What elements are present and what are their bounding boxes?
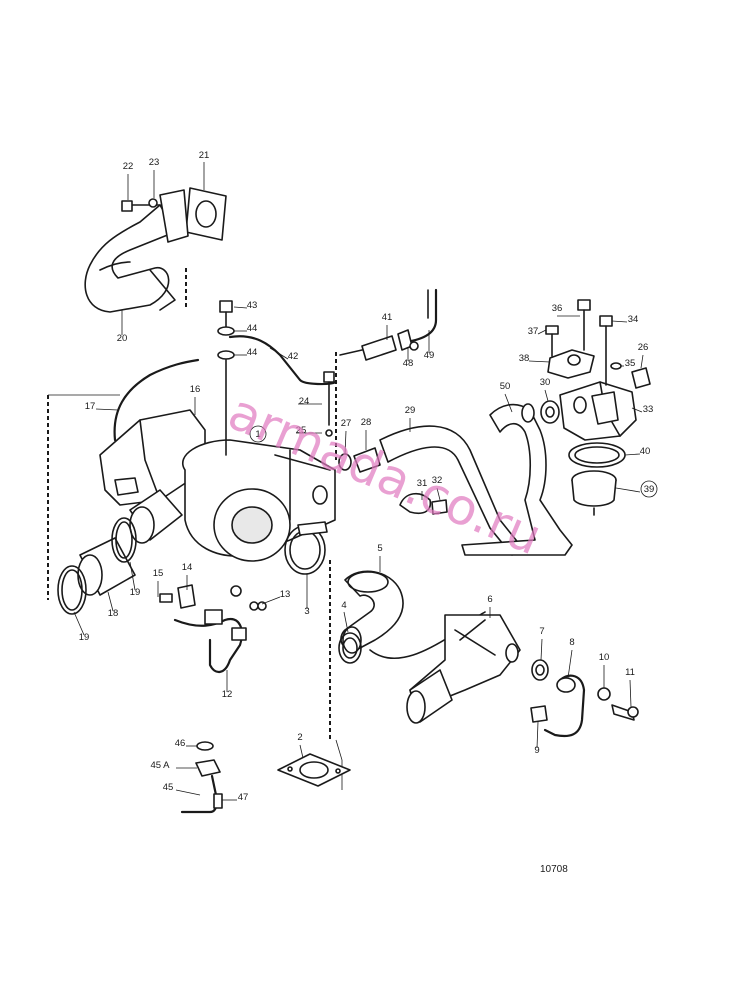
pipe-8 <box>543 674 586 738</box>
callout-c8: 8 <box>569 637 574 648</box>
hose-17 <box>113 358 200 442</box>
thermostat-39 <box>571 470 617 516</box>
callout-c13: 13 <box>280 589 291 600</box>
callout-c36: 36 <box>552 303 563 314</box>
callout-c23: 23 <box>149 157 160 168</box>
callout-c19a: 19 <box>130 587 141 598</box>
gasket-40 <box>568 442 626 468</box>
callout-c2: 2 <box>297 732 302 743</box>
callout-c50: 50 <box>500 381 511 392</box>
clip-31 <box>399 492 448 515</box>
callout-c44b: 44 <box>247 347 258 358</box>
washer-10 <box>597 687 611 701</box>
callout-circle-c39 <box>640 480 658 498</box>
v-clamp-3 <box>284 521 328 575</box>
callout-c22: 22 <box>123 161 134 172</box>
washer-35 <box>610 362 622 370</box>
leader-lines <box>73 162 644 801</box>
callout-c15: 15 <box>153 568 164 579</box>
turbocharger-1 <box>99 409 336 562</box>
callout-c25: 25 <box>296 425 307 436</box>
callout-c29: 29 <box>405 405 416 416</box>
callout-c28: 28 <box>361 417 372 428</box>
gasket-2 <box>277 753 351 787</box>
callout-c9: 9 <box>534 745 539 756</box>
callout-c41: 41 <box>382 312 393 323</box>
callout-c17: 17 <box>85 401 96 412</box>
callout-c43: 43 <box>247 300 258 311</box>
screw-11 <box>611 704 639 721</box>
intake-hose-18 <box>77 537 136 596</box>
callout-c34: 34 <box>628 314 639 325</box>
callout-c5: 5 <box>377 543 382 554</box>
callout-c45: 45 <box>163 782 174 793</box>
oil-pipe-42 <box>217 300 338 456</box>
callout-c3: 3 <box>304 606 309 617</box>
callout-c12: 12 <box>222 689 233 700</box>
callout-c35: 35 <box>625 358 636 369</box>
callout-c21: 21 <box>199 150 210 161</box>
bolt-24 <box>323 371 335 437</box>
bolt-36 <box>577 299 591 351</box>
nipple-9 <box>530 705 548 723</box>
oil-pipe-45 <box>180 741 223 814</box>
callout-c44a: 44 <box>247 323 258 334</box>
callout-c45a: 45 A <box>150 760 170 771</box>
exhaust-elbow-6 <box>406 614 521 724</box>
washer-7 <box>531 659 549 681</box>
bolt-34 <box>599 315 613 386</box>
washer-30 <box>540 400 560 424</box>
callout-c26: 26 <box>638 342 649 353</box>
callout-c18: 18 <box>108 608 119 619</box>
callout-c42: 42 <box>288 351 299 362</box>
exhaust-flange-21 <box>121 187 227 243</box>
clamp-19-lower <box>57 565 87 615</box>
exhaust-elbow-20 <box>84 204 176 313</box>
callout-c20: 20 <box>117 333 128 344</box>
oil-pipe-12 <box>159 584 267 673</box>
bracket-38 <box>547 349 595 379</box>
callout-c47: 47 <box>238 792 249 803</box>
clamp-19-upper <box>111 517 137 563</box>
callout-c37: 37 <box>528 326 539 337</box>
callout-c7: 7 <box>539 626 544 637</box>
callout-c1: 1 <box>255 429 260 440</box>
callout-c49: 49 <box>424 350 435 361</box>
bolt-37 <box>545 325 559 357</box>
elbow-5 <box>340 570 404 654</box>
callout-c38: 38 <box>519 353 530 364</box>
callout-circle-c1 <box>249 425 267 443</box>
plug-26 <box>631 367 651 389</box>
callout-c30: 30 <box>540 377 551 388</box>
callout-c27: 27 <box>341 418 352 429</box>
callout-c32: 32 <box>432 475 443 486</box>
callout-c33: 33 <box>643 404 654 415</box>
nipple-28 <box>353 447 381 473</box>
callout-c4: 4 <box>341 600 346 611</box>
callout-c19b: 19 <box>79 632 90 643</box>
drawing-number: 10708 <box>540 864 568 875</box>
callout-c31: 31 <box>417 478 428 489</box>
gasket-4 <box>338 632 362 664</box>
callout-c40: 40 <box>640 446 651 457</box>
callout-c10: 10 <box>599 652 610 663</box>
callout-c14: 14 <box>182 562 193 573</box>
callout-c24: 24 <box>299 396 310 407</box>
thermostat-housing-33 <box>559 381 637 441</box>
callout-c11: 11 <box>625 667 635 678</box>
nipple-41 <box>339 335 397 361</box>
hose-50 <box>461 403 573 556</box>
pipe-49 <box>397 288 438 351</box>
assembly-dash-lines <box>47 268 343 790</box>
callout-c46: 46 <box>175 738 186 749</box>
callout-c6: 6 <box>487 594 492 605</box>
callout-c48: 48 <box>403 358 414 369</box>
callout-c39: 39 <box>644 484 655 495</box>
callout-c16: 16 <box>190 384 201 395</box>
